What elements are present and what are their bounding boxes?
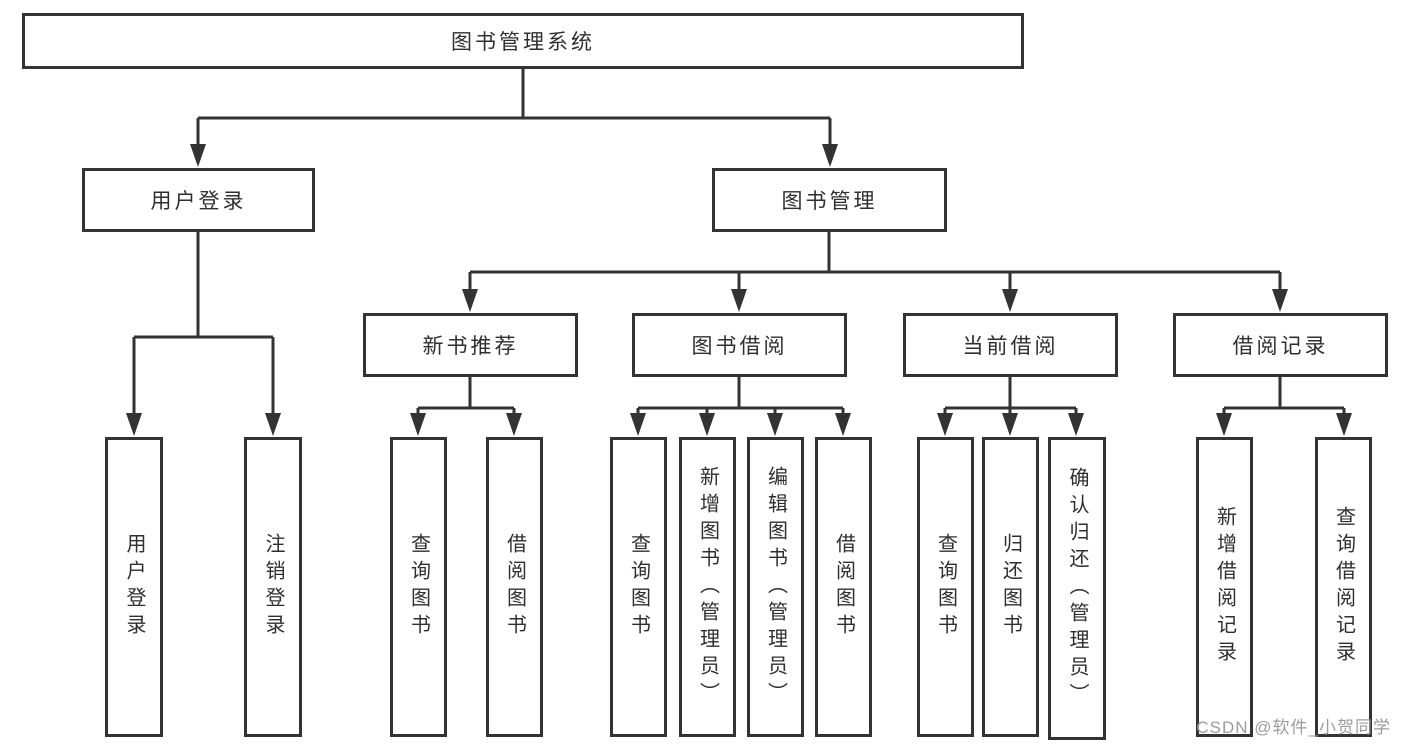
leaf-logout: 注销登录 [244,437,302,737]
node-current-borrow-label: 当前借阅 [962,335,1059,358]
leaf-return-books: 归还图书 [982,437,1039,737]
arrow-down-icon [506,413,522,436]
leaf-add-books-admin: 新增图书（管理员） [679,437,736,737]
leaf-borrow-books-label: 借阅图书 [832,533,855,641]
arrow-down-icon [731,289,747,312]
arrow-down-icon [190,144,206,167]
leaf-edit-books-admin-label: 编辑图书（管理员） [764,465,787,709]
connector-root [196,69,832,146]
leaf-add-borrow-record: 新增借阅记录 [1196,437,1253,737]
leaf-query-books-current: 查询图书 [917,437,974,737]
node-user-login-label: 用户登录 [150,190,247,213]
leaf-user-login: 用户登录 [105,437,163,737]
arrow-down-icon [937,413,953,436]
arrow-down-icon [126,413,142,436]
node-book-borrow: 图书借阅 [632,313,847,377]
connector-book-borrow [636,377,845,416]
arrow-down-icon [1068,413,1084,436]
node-borrow-records-label: 借阅记录 [1232,335,1329,358]
arrowheads [126,144,1352,436]
connector-book-management [468,232,1282,291]
node-root-label: 图书管理系统 [451,31,595,54]
node-user-login: 用户登录 [82,168,315,232]
leaf-add-borrow-record-label: 新增借阅记录 [1213,506,1236,668]
arrow-down-icon [630,413,646,436]
node-borrow-records: 借阅记录 [1173,313,1388,377]
arrow-down-icon [265,413,281,436]
arrow-down-icon [410,413,426,436]
node-book-management: 图书管理 [712,168,947,232]
node-current-borrow: 当前借阅 [903,313,1118,377]
node-new-book-recommend-label: 新书推荐 [422,335,519,358]
connector-current-borrow [943,377,1078,416]
leaf-query-books-current-label: 查询图书 [934,533,957,641]
csdn-watermark: CSDN @软件_小贺同学 [1196,718,1391,737]
arrow-down-icon [1272,289,1288,312]
leaf-query-borrow-record: 查询借阅记录 [1315,437,1372,737]
leaf-query-books-recommend-label: 查询图书 [407,533,430,641]
connector-user-login [132,232,275,415]
leaf-confirm-return-admin-label: 确认归还（管理员） [1066,467,1088,710]
arrow-down-icon [767,413,783,436]
arrow-down-icon [835,413,851,436]
leaf-logout-label: 注销登录 [262,533,284,641]
arrow-down-icon [1336,413,1352,436]
leaf-edit-books-admin: 编辑图书（管理员） [747,437,804,737]
arrow-down-icon [462,289,478,312]
leaf-query-books-borrow-label: 查询图书 [627,533,650,641]
arrow-down-icon [699,413,715,436]
arrow-down-icon [822,144,838,167]
leaf-query-borrow-record-label: 查询借阅记录 [1332,506,1355,668]
leaf-borrow-books: 借阅图书 [815,437,872,737]
leaf-query-books-borrow: 查询图书 [610,437,667,737]
leaf-query-books-recommend: 查询图书 [390,437,447,737]
node-root: 图书管理系统 [22,13,1024,69]
leaf-return-books-label: 归还图书 [999,533,1022,641]
connector-borrow-records [1222,377,1346,416]
leaf-add-books-admin-label: 新增图书（管理员） [696,465,719,709]
leaf-borrow-books-recommend: 借阅图书 [486,437,543,737]
node-new-book-recommend: 新书推荐 [363,313,578,377]
node-book-management-label: 图书管理 [781,190,878,213]
node-book-borrow-label: 图书借阅 [691,335,788,358]
arrow-down-icon [1002,289,1018,312]
connector-new-book-recommend [416,377,516,416]
arrow-down-icon [1002,413,1018,436]
leaf-user-login-label: 用户登录 [123,533,145,641]
leaf-borrow-books-recommend-label: 借阅图书 [503,533,526,641]
arrow-down-icon [1216,413,1232,436]
leaf-confirm-return-admin: 确认归还（管理员） [1048,437,1106,740]
